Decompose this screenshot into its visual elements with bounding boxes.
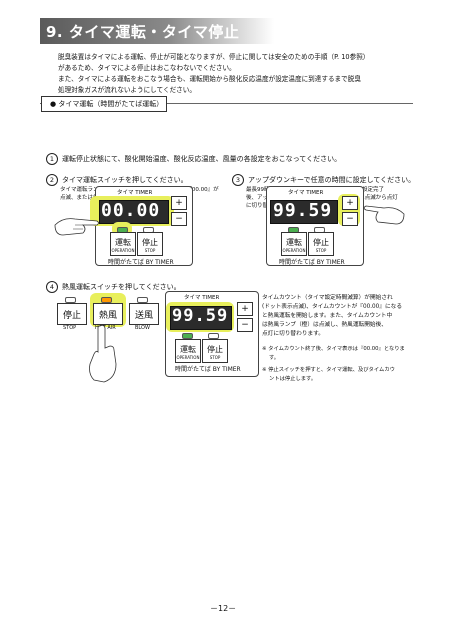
hand-icon (54, 218, 99, 236)
desc-line: は熱風ランプ（橙）は点滅し、熱風運転開始後、 (262, 322, 387, 328)
note-line: す。 (262, 355, 280, 361)
stop-label: 停止 (207, 345, 223, 354)
blow-button[interactable]: 送風 (129, 303, 159, 325)
step-number: 1 (46, 153, 58, 165)
hand-icon (363, 205, 405, 225)
page-title: 9. タイマ運転・タイマ停止 (46, 23, 240, 41)
run-label: 運転 (115, 238, 131, 247)
step-4: 4 熱風運転スイッチを押してください。 (46, 281, 181, 293)
up-key[interactable]: + (342, 196, 358, 210)
lcd-display (270, 200, 338, 224)
title-bar (40, 18, 274, 44)
run-label: 運転 (180, 345, 196, 354)
desc-line: 点灯に切り替わります。 (262, 331, 324, 337)
step-text: アップダウンキーで任意の時間に設定してください。 (248, 176, 416, 184)
section-header-box (41, 96, 167, 112)
hand-icon (89, 324, 117, 383)
note-line: ※ 停止スイッチを押すと、タイマ運転、及びタイムカウ (262, 367, 395, 373)
timer-label: タイマ TIMER (288, 190, 324, 196)
lcd-display (170, 306, 232, 330)
run-label: 運転 (286, 238, 302, 247)
stop-mode-button[interactable]: 停止 (57, 303, 87, 325)
stop-en: STOP (315, 248, 327, 253)
display-value: 00.00 (101, 200, 161, 221)
down-key[interactable]: − (171, 212, 187, 226)
desc-line: (ドット表示点滅)、タイムカウントが『00.00』になる (262, 304, 403, 310)
stop-en: STOP (144, 248, 156, 253)
display-value: 99.59 (273, 200, 333, 221)
stop-label: 停止 (142, 238, 158, 247)
panel-footer: 時間がたてば BY TIMER (175, 366, 241, 373)
step-2: 2 タイマ運転スイッチを押してください。 (46, 174, 188, 186)
step-number: 3 (232, 174, 244, 186)
lcd-display (99, 200, 169, 224)
stop-button[interactable]: 停止 STOP (308, 232, 334, 256)
hot-air-led (101, 297, 112, 303)
stop-en: STOP (209, 355, 221, 360)
page-number: －12－ (210, 604, 237, 613)
intro-line: 脱臭装置はタイマによる運転、停止が可能となりますが、停止に関しては安全のための手… (58, 53, 370, 61)
mode-label: 送風 (134, 311, 153, 321)
display-value: 99.59 (172, 306, 229, 326)
run-led (182, 333, 193, 339)
stop-led (208, 333, 219, 339)
step-number: 4 (46, 281, 58, 293)
run-en: OPERATION (176, 355, 200, 360)
mode-label: 停止 (62, 311, 81, 321)
run-button[interactable]: 運転 OPERATION (281, 232, 307, 256)
mode-en: BLOW (135, 325, 150, 331)
panel-footer: 時間がたてば BY TIMER (108, 259, 174, 266)
up-key[interactable]: + (171, 196, 187, 210)
intro-line: があるため、タイマによる停止はおこなわないでください。 (58, 64, 236, 72)
step-4-description: タイムカウント（タイマ設定時間減算）が開始され (ドット表示点滅)、タイムカウン… (262, 294, 412, 339)
run-en: OPERATION (111, 248, 135, 253)
step-3: 3 アップダウンキーで任意の時間に設定してください。 (232, 174, 415, 186)
section-rule (40, 103, 413, 104)
stop-label: 停止 (313, 238, 329, 247)
desc-line: タイムカウント（タイマ設定時間減算）が開始され (262, 295, 393, 301)
down-key[interactable]: − (237, 318, 253, 332)
hot-air-button[interactable]: 熱風 (93, 303, 123, 325)
run-button[interactable]: 運転 OPERATION (175, 339, 201, 363)
step-text: 熱風運転スイッチを押してください。 (62, 283, 181, 291)
timer-label: タイマ TIMER (117, 190, 153, 196)
panel-footer: 時間がたてば BY TIMER (279, 259, 345, 266)
step-text: タイマ運転スイッチを押してください。 (62, 176, 188, 184)
stop-button[interactable]: 停止 STOP (202, 339, 228, 363)
section-header: ● タイマ運転（時間がたてば運転） (50, 100, 164, 108)
step-1: 1 運転停止状態にて、酸化開始温度、酸化反応温度、風量の各設定をおこなってください… (46, 153, 341, 165)
blow-led (137, 297, 148, 303)
note-line: ※ タイムカウント終了後、タイマ表示は『00.00』となりま (262, 346, 405, 352)
intro-line: また、タイマによる運転をおこなう場合も、運転開始から酸化反応温度が設定温度に到達… (58, 75, 361, 83)
section-label: タイマ運転（時間がたてば運転） (58, 100, 164, 108)
desc-line: と熱風運転を開始します。また、タイムカウント中 (262, 313, 393, 319)
run-button[interactable]: 運転 OPERATION (110, 232, 136, 256)
note-line: ントは停止します。 (262, 376, 317, 382)
mode-label: 熱風 (98, 311, 117, 321)
intro-paragraph: 脱臭装置はタイマによる運転、停止が可能となりますが、停止に関しては安全のための手… (58, 52, 410, 96)
timer-label: タイマ TIMER (184, 295, 220, 301)
up-key[interactable]: + (237, 302, 253, 316)
stop-button[interactable]: 停止 STOP (137, 232, 163, 256)
step-number: 2 (46, 174, 58, 186)
down-key[interactable]: − (342, 212, 358, 226)
step-text: 運転停止状態にて、酸化開始温度、酸化反応温度、風量の各設定をおこなってください。 (62, 155, 342, 163)
intro-line: 処理対象ガスが流れないようにしてください。 (58, 86, 196, 94)
run-en: OPERATION (282, 248, 306, 253)
stop-mode-led (65, 297, 76, 303)
mode-en: STOP (63, 325, 77, 331)
step-4-notes: ※ タイムカウント終了後、タイマ表示は『00.00』となりま す。 ※ 停止スイ… (262, 345, 412, 384)
